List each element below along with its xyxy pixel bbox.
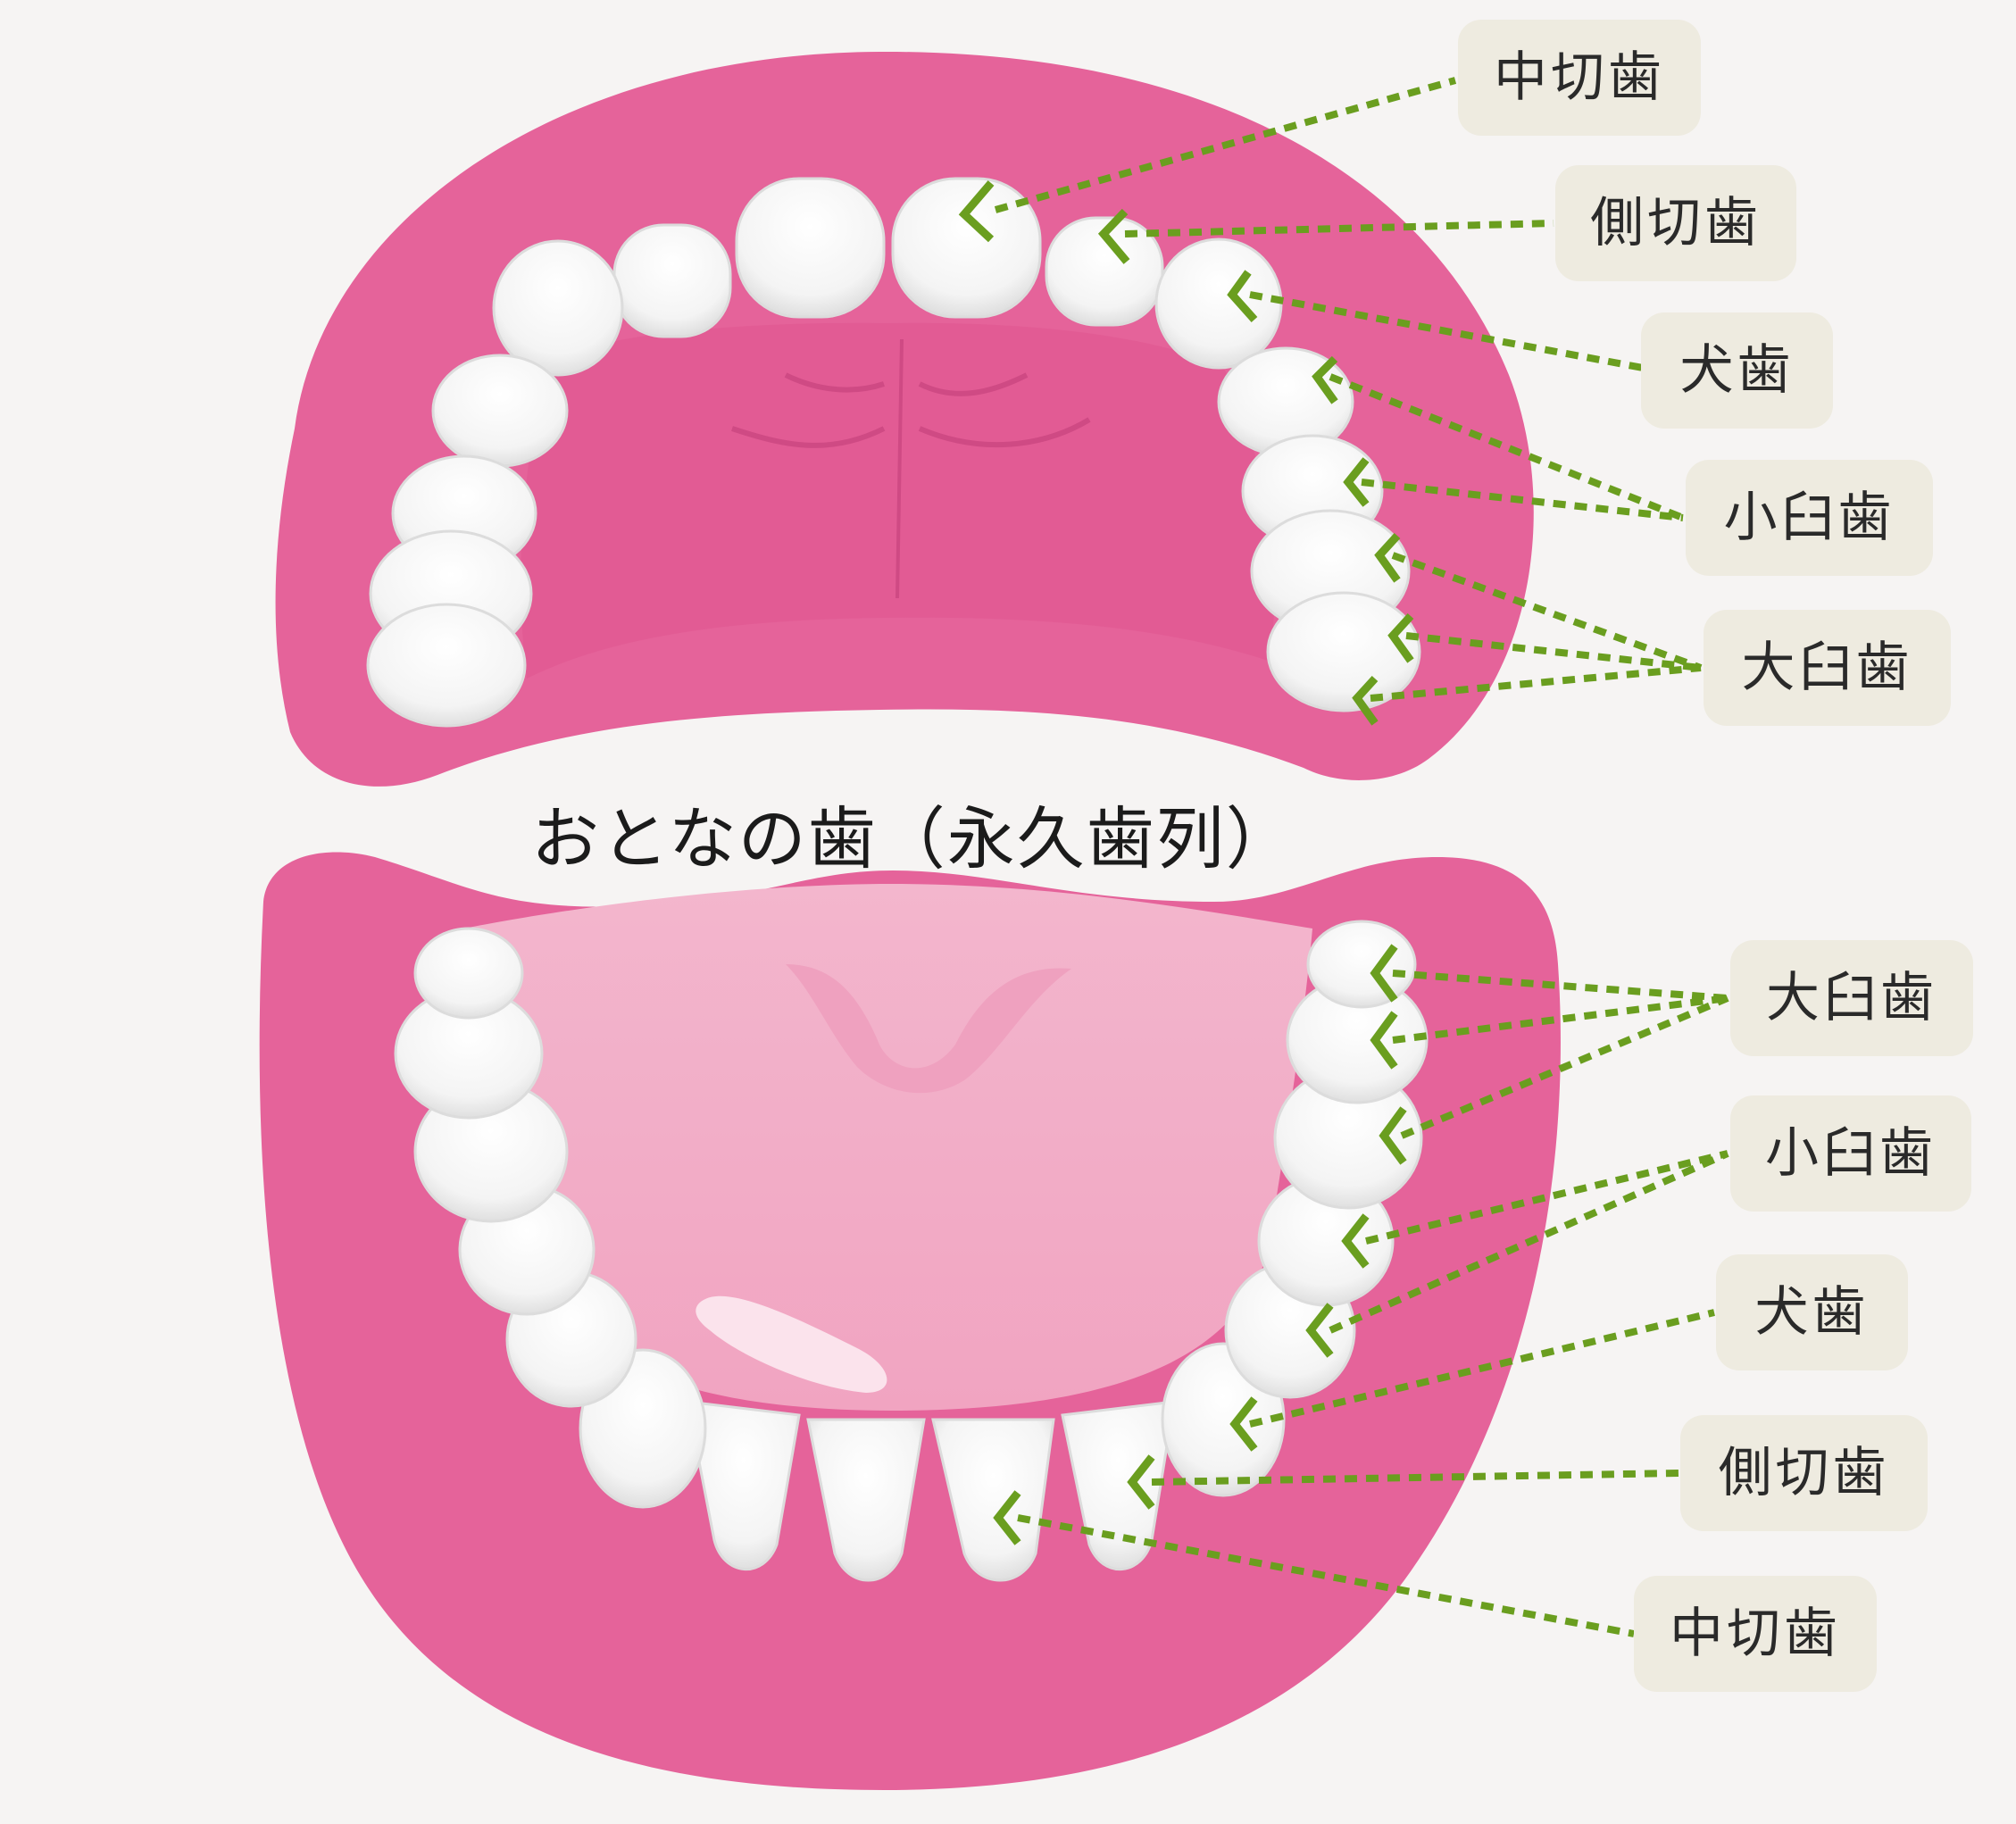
leader-upper-molar: [1405, 632, 1702, 671]
tongue-groove: [786, 964, 1071, 1094]
palate-ridge: [918, 372, 1029, 396]
label-upper-lateral-incisor: 側切歯: [1555, 165, 1796, 281]
diagram-title: おとなの歯（永久歯列）: [531, 799, 1295, 879]
palate-ridge: [731, 426, 886, 448]
leader-lower-molar: [1400, 995, 1729, 1139]
chevron-icon: [1341, 1213, 1370, 1269]
label-upper-central-incisor: 中切歯: [1458, 20, 1701, 136]
upper-canine-right: [1154, 237, 1283, 370]
label-lower-premolar: 小臼歯: [1730, 1095, 1971, 1212]
chevron-icon: [1352, 675, 1379, 726]
palate-ridge: [784, 372, 885, 393]
palate-ridge: [918, 417, 1091, 448]
leader-upper-molar: [1370, 664, 1702, 702]
lower-jaw: [259, 852, 1561, 1790]
chevron-icon: [1097, 208, 1130, 264]
label-lower-central-incisor: 中切歯: [1634, 1576, 1877, 1692]
chevron-icon: [1374, 532, 1401, 583]
upper-central-incisor-right: [891, 177, 1042, 319]
leader-lower-canine: [1249, 1309, 1715, 1428]
upper-molar-left-2: [366, 603, 527, 728]
palate-midline: [896, 338, 904, 599]
chevron-icon: [1227, 270, 1258, 322]
chevron-icon: [1370, 944, 1398, 1003]
leader-upper-molar: [1391, 552, 1703, 671]
lower-central-incisor-right: [931, 1418, 1055, 1582]
arrow-heads: [958, 180, 1414, 1545]
leader-upper-canine: [1249, 291, 1644, 371]
chevron-icon: [1370, 1011, 1398, 1070]
leader-lower-molar: [1392, 970, 1729, 1002]
chevron-icon: [1312, 355, 1338, 404]
upper-teeth: [366, 177, 1421, 728]
upper-central-incisor-left: [735, 177, 886, 319]
leader-lower-premolar: [1365, 1150, 1729, 1245]
lower-lateral-incisor-left: [686, 1400, 801, 1570]
upper-premolar-left-1: [431, 354, 569, 468]
chevron-icon: [1387, 612, 1414, 663]
upper-molar-right-2: [1266, 591, 1421, 712]
leader-lines: [994, 77, 1729, 1637]
chevron-icon: [1305, 1303, 1334, 1358]
lower-central-incisor-left: [806, 1418, 926, 1582]
label-lower-lateral-incisor: 側切歯: [1680, 1415, 1928, 1531]
upper-canine-left: [492, 239, 624, 377]
label-lower-canine: 犬歯: [1716, 1254, 1908, 1370]
leader-upper-central: [994, 77, 1457, 213]
chevron-icon: [993, 1490, 1021, 1545]
leader-upper-premolar: [1361, 479, 1684, 521]
upper-lateral-incisor-right: [1045, 216, 1164, 327]
chevron-icon: [958, 180, 995, 243]
chevron-icon: [1229, 1396, 1258, 1452]
label-upper-premolar: 小臼歯: [1686, 460, 1933, 576]
leader-lower-molar: [1392, 995, 1729, 1044]
label-upper-molar: 大臼歯: [1704, 610, 1951, 726]
lower-molar-right-3: [1306, 920, 1417, 1009]
tongue: [464, 884, 1312, 1411]
leader-lower-premolar: [1329, 1150, 1729, 1334]
upper-jaw: [275, 51, 1534, 787]
chevron-icon: [1343, 457, 1370, 507]
chevron-icon: [1127, 1454, 1155, 1510]
upper-lateral-incisor-left: [612, 223, 732, 338]
label-upper-canine: 犬歯: [1641, 312, 1833, 429]
tongue-highlight: [696, 1295, 887, 1393]
label-lower-molar: 大臼歯: [1730, 940, 1973, 1056]
leader-lower-central: [1017, 1514, 1635, 1637]
lower-molar-left-3: [413, 927, 524, 1020]
lower-teeth: [394, 920, 1429, 1582]
leader-lower-lateral: [1151, 1470, 1679, 1486]
leader-upper-lateral: [1124, 220, 1554, 237]
chevron-icon: [1379, 1106, 1407, 1165]
